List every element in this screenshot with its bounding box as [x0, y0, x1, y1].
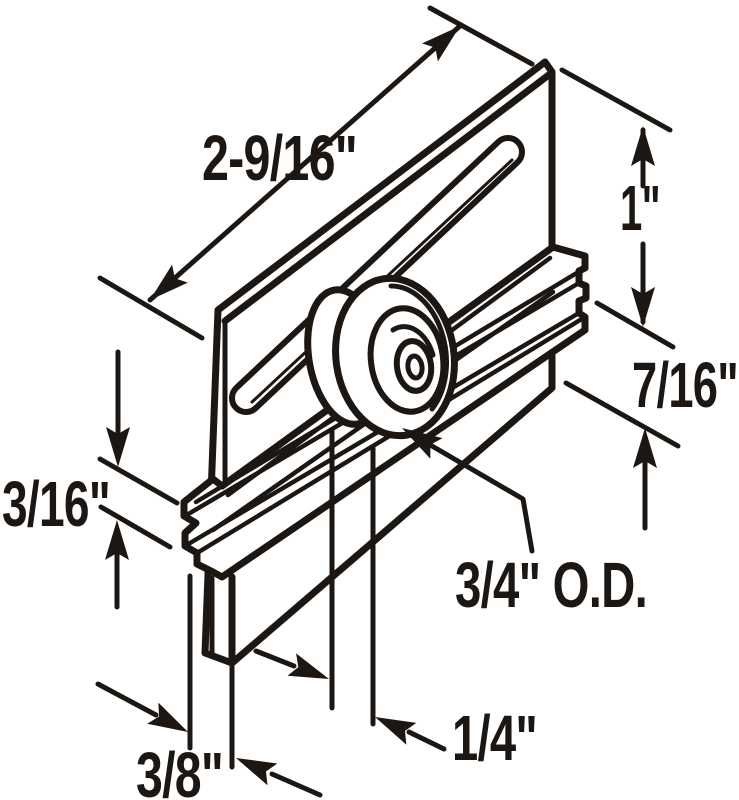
leader-line	[429, 443, 535, 554]
extension-line	[97, 456, 180, 506]
arrowhead-down-right	[287, 653, 329, 679]
extension-line	[594, 300, 676, 350]
dimension-flange-thickness: 3/16"	[2, 349, 180, 610]
arrowhead-down-right	[147, 702, 188, 732]
arrowhead-down	[631, 287, 655, 327]
arrowhead-up-right	[422, 26, 460, 62]
dimension-label-plate-height: 1"	[620, 172, 660, 244]
dimension-rail-depth: 7/16"	[563, 349, 739, 531]
wheel-tread-arc	[388, 283, 450, 412]
dimension-label-rail-depth: 7/16"	[632, 349, 738, 421]
dimension-plate-length: 2-9/16"	[97, 5, 535, 341]
dimension-label-flange-thickness: 3/16"	[2, 468, 110, 540]
extension-line	[98, 504, 173, 550]
leader-line	[95, 681, 159, 718]
dimension-label-tab-width: 3/8"	[136, 739, 223, 800]
roller-wheel	[304, 274, 458, 440]
arrowhead-down	[106, 427, 130, 467]
leader-line	[269, 771, 323, 798]
arrowhead-up-left	[375, 717, 417, 745]
arrowhead-up	[633, 428, 657, 468]
dimension-roller-od: 3/4" O.D.	[402, 428, 648, 621]
arrowhead-down-left	[150, 264, 188, 300]
arrowhead-up	[105, 520, 129, 560]
extension-line	[559, 67, 673, 133]
plate-top-thickness-edge	[221, 70, 554, 325]
arrowhead-up	[631, 126, 655, 166]
dimension-roller-offset: 1/4"	[253, 427, 538, 774]
leader-line	[406, 729, 447, 752]
extension-line	[97, 275, 205, 341]
leader-line	[253, 648, 297, 669]
wheel-face-arc	[390, 324, 436, 358]
extension-line	[427, 5, 535, 67]
dimension-label-plate-length: 2-9/16"	[202, 122, 357, 194]
dimension-label-roller-offset: 1/4"	[452, 702, 537, 774]
arrowhead-up-left	[236, 758, 278, 786]
dimension-plate-height: 1"	[559, 67, 676, 350]
dimension-label-roller-od: 3/4" O.D.	[455, 549, 647, 621]
arrowhead-up-left	[402, 428, 443, 459]
dimension-line	[147, 23, 463, 303]
wheel-axle-hole	[405, 353, 425, 381]
dimension-tab-width: 3/8"	[95, 573, 323, 800]
extension-line	[563, 380, 681, 449]
